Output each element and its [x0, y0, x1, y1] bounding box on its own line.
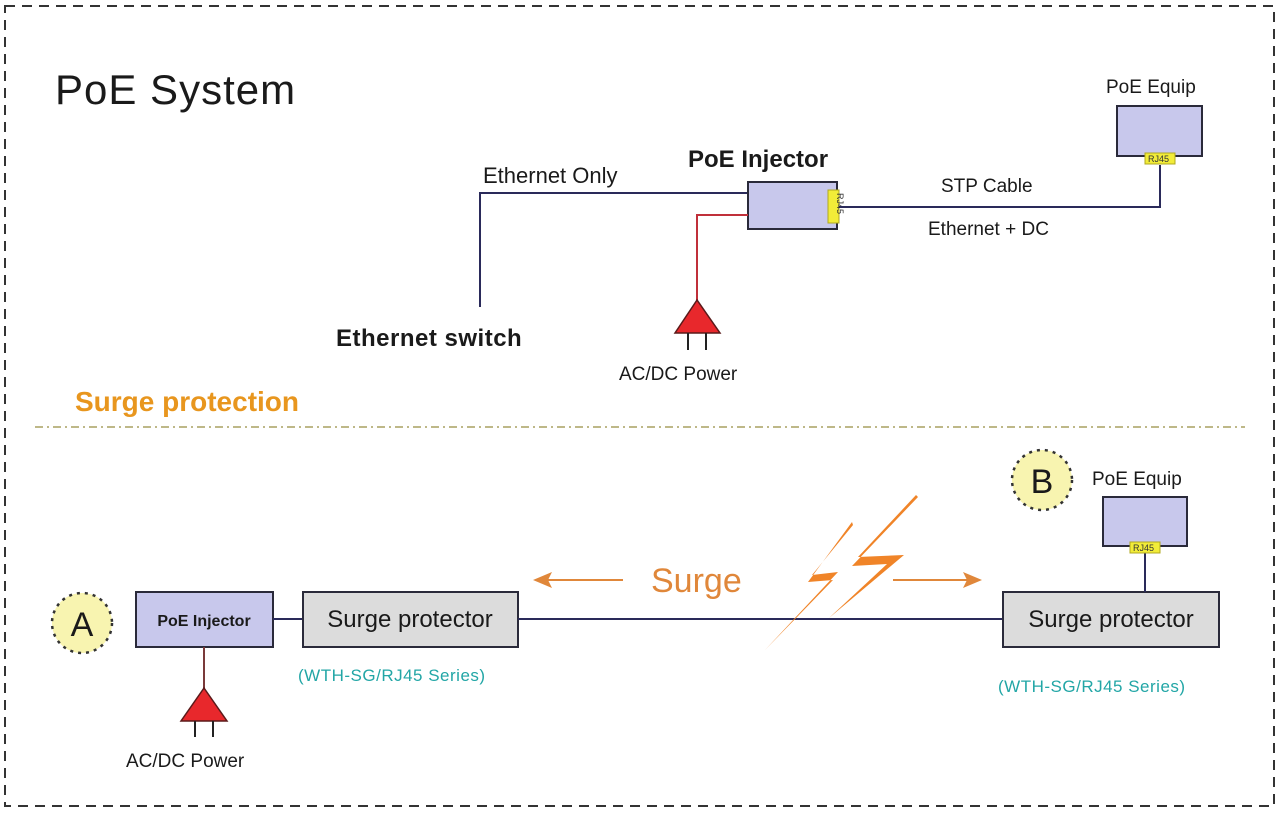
rj45-tag-equip-bottom: RJ45	[1129, 541, 1161, 554]
power-line-top	[696, 214, 748, 302]
poe-injector-label-bottom: PoE Injector	[157, 613, 250, 630]
marker-b: B	[1010, 448, 1074, 512]
svg-text:A: A	[71, 606, 94, 644]
poe-equip-label-top: PoE Equip	[1106, 77, 1196, 98]
svg-text:RJ45: RJ45	[1148, 154, 1169, 164]
surge-protection-heading: Surge protection	[75, 386, 299, 417]
arrow-right-icon	[893, 572, 982, 588]
surge-protector-left-label: Surge protector	[327, 606, 492, 633]
stp-cable-label: STP Cable	[941, 176, 1033, 197]
outer-frame	[4, 5, 1275, 807]
ethernet-only-label: Ethernet Only	[483, 163, 618, 188]
svg-text:B: B	[1031, 463, 1054, 501]
series-right-label: (WTH-SG/RJ45 Series)	[998, 677, 1186, 696]
rj45-tag-equip-top: RJ45	[1144, 152, 1176, 165]
poe-equip-box-top	[1116, 105, 1203, 157]
stp-cable	[839, 165, 1161, 208]
arrow-left-icon	[533, 572, 623, 588]
plug-icon	[673, 298, 722, 350]
poe-injector-box	[747, 181, 838, 230]
poe-equip-label-bottom: PoE Equip	[1092, 469, 1182, 490]
svg-text:RJ45: RJ45	[835, 193, 845, 214]
diagram-title: PoE System	[55, 66, 296, 113]
marker-a: A	[50, 591, 114, 655]
plug-icon-bottom	[179, 686, 229, 737]
svg-text:RJ45: RJ45	[1133, 543, 1154, 553]
poe-injector-title: PoE Injector	[688, 146, 828, 173]
surge-label: Surge	[651, 562, 742, 600]
ac-dc-power-label-top: AC/DC Power	[619, 364, 738, 385]
ethernet-only-cable	[479, 192, 748, 307]
ac-dc-power-label-bottom: AC/DC Power	[126, 751, 245, 772]
surge-protector-right-label: Surge protector	[1028, 606, 1193, 633]
lightning-icon	[765, 495, 918, 650]
series-left-label: (WTH-SG/RJ45 Series)	[298, 666, 486, 685]
ethernet-switch-label: Ethernet switch	[336, 325, 522, 352]
poe-equip-box-bottom	[1102, 496, 1188, 547]
surge-protector-right	[1002, 591, 1220, 648]
surge-protector-left	[302, 591, 519, 648]
ethernet-dc-label: Ethernet + DC	[928, 219, 1049, 240]
